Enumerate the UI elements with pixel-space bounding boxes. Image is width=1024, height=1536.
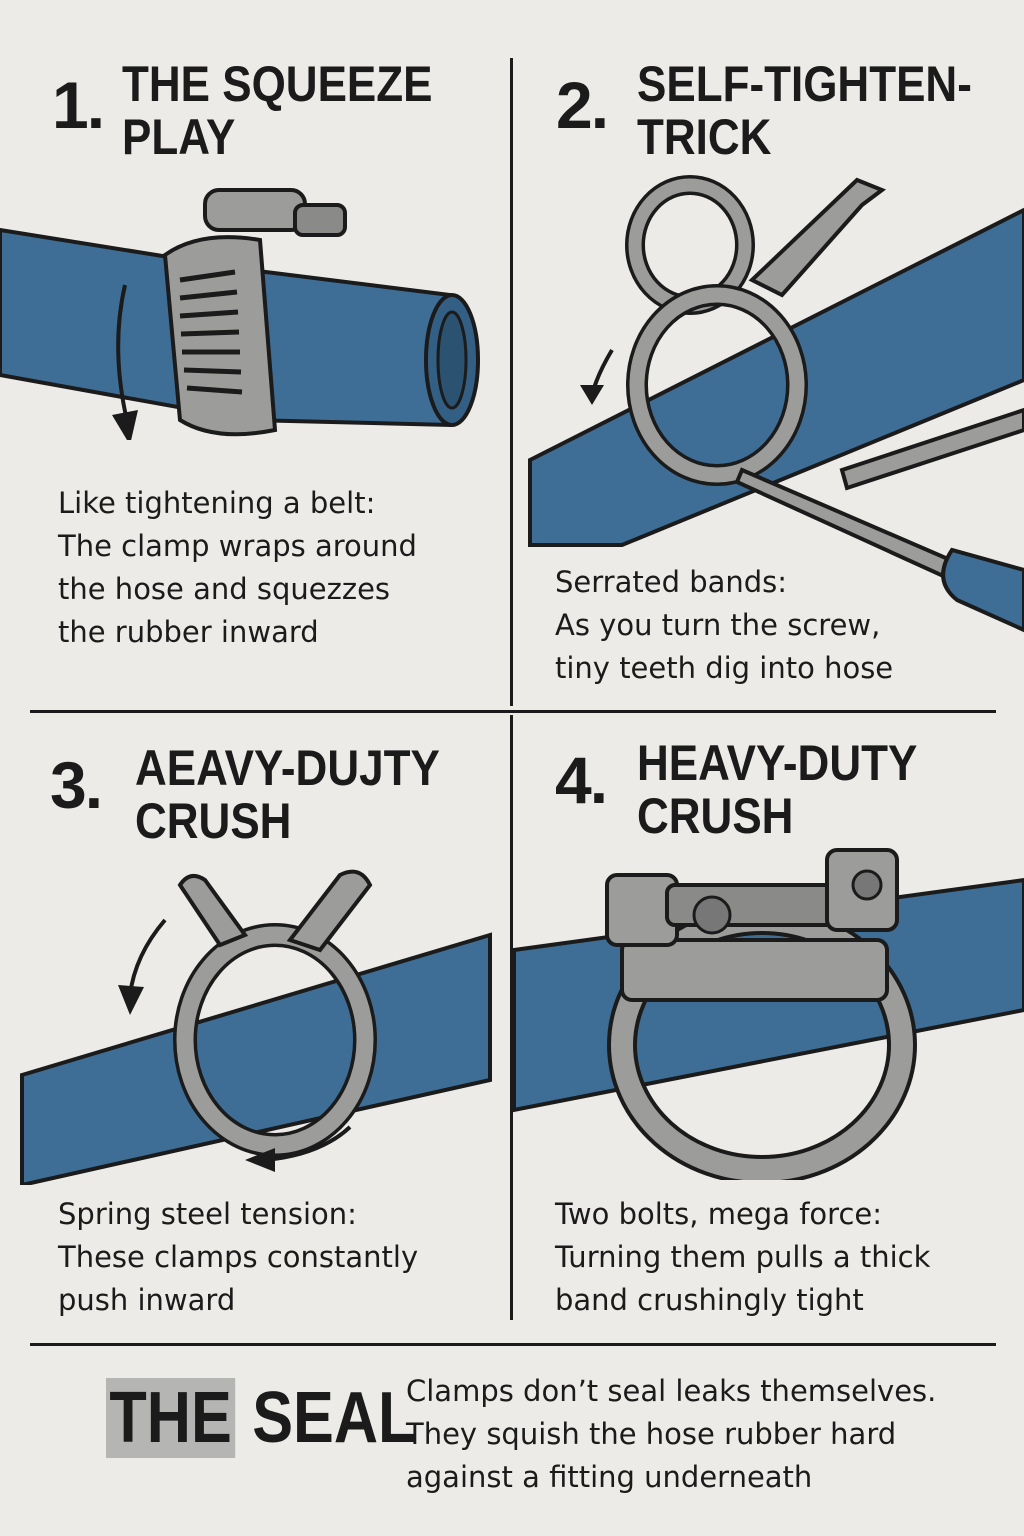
panel-title: AEAVY-DUJTY CRUSH — [135, 742, 440, 848]
seal-description: Clamps don’t seal leaks themselves. They… — [406, 1370, 936, 1499]
seal-title: THE SEAL — [106, 1378, 415, 1458]
description-line: tiny teeth dig into hose — [555, 651, 894, 685]
panel-title: SELF-TIGHTEN- TRICK — [637, 58, 972, 164]
clamp-band — [162, 235, 278, 437]
spring-steel-clamp-illustration — [20, 869, 492, 1185]
description-line: Like tightening a belt: — [58, 486, 376, 520]
seal-title-the: THE — [106, 1378, 236, 1458]
description-line: push inward — [58, 1283, 236, 1317]
rotation-arrow-icon — [128, 918, 167, 996]
seal-title-seal: SEAL — [252, 1378, 416, 1458]
description-line: They squish the hose rubber hard — [406, 1417, 897, 1451]
panel-title: THE SQUEEZE PLAY — [122, 58, 433, 164]
clamp-tab-right — [286, 869, 373, 953]
divider-vertical-bottom — [510, 715, 513, 1320]
title-line: HEAVY-DUTY — [637, 735, 918, 791]
description-line: Turning them pulls a thick — [555, 1240, 931, 1274]
title-line: AEAVY-DUJTY — [135, 740, 440, 796]
bolt-bar — [665, 883, 839, 927]
rotation-arrow-icon — [264, 1125, 352, 1162]
title-line: CRUSH — [637, 788, 794, 844]
description-line: Clamps don’t seal leaks themselves. — [406, 1374, 937, 1408]
description-line: the hose and squezzes — [58, 572, 391, 606]
panel-number: 3. — [50, 748, 103, 822]
spring-clamp-screwdriver-illustration — [528, 175, 1024, 633]
panel-number: 4. — [555, 743, 608, 817]
description-line: These clamps constantly — [58, 1240, 419, 1274]
worm-gear-clamp-illustration — [0, 188, 480, 440]
divider-horizontal-middle — [30, 710, 996, 713]
description-line: Two bolts, mega force: — [555, 1197, 883, 1231]
description-line: against a fitting underneath — [406, 1460, 813, 1494]
hose — [20, 932, 492, 1185]
rotation-arrow-icon — [116, 284, 130, 426]
title-line: SELF-TIGHTEN- — [637, 56, 972, 112]
description-line: The clamp wraps around — [58, 529, 417, 563]
divider-vertical-top — [510, 58, 513, 706]
description-line: the rubber inward — [58, 615, 319, 649]
title-line: TRICK — [637, 109, 772, 165]
panel-title: HEAVY-DUTY CRUSH — [637, 737, 917, 843]
panel-description: Like tightening a belt: The clamp wraps … — [58, 482, 417, 654]
panel-description: Spring steel tension: These clamps const… — [58, 1193, 418, 1322]
hose — [528, 207, 1024, 547]
clamp-tab-left — [177, 874, 249, 948]
screw-housing — [203, 188, 307, 232]
title-line: THE SQUEEZE — [122, 56, 433, 112]
description-line: Spring steel tension: — [58, 1197, 357, 1231]
panel-description: Serrated bands: As you turn the screw, t… — [555, 561, 893, 690]
divider-horizontal-bottom — [30, 1343, 996, 1346]
title-line: CRUSH — [135, 793, 292, 849]
description-line: Serrated bands: — [555, 565, 788, 599]
clamp-tab — [748, 177, 887, 298]
panel-number: 1. — [52, 68, 105, 142]
description-line: As you turn the screw, — [555, 608, 881, 642]
panel-description: Two bolts, mega force: Turning them pull… — [555, 1193, 930, 1322]
t-bolt-clamp-illustration — [512, 848, 1024, 1180]
description-line: band crushingly tight — [555, 1283, 864, 1317]
title-line: PLAY — [122, 109, 236, 165]
panel-number: 2. — [556, 68, 609, 142]
